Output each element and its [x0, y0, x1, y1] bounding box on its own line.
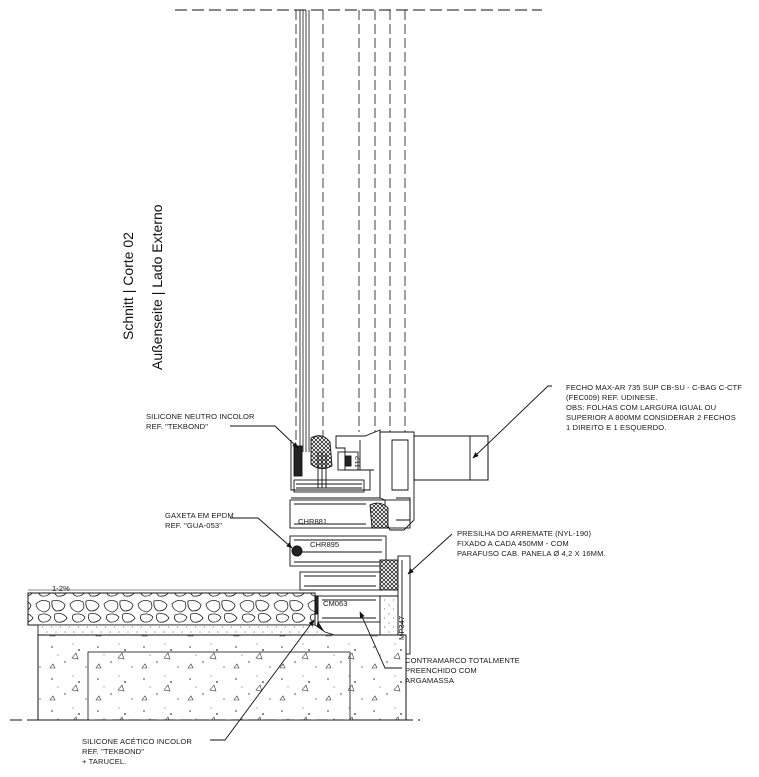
- note-line: REF. "GUA-053": [165, 521, 222, 530]
- note-line: + TARUCEL.: [82, 757, 126, 766]
- leader-lines: [210, 385, 552, 741]
- title-line-1: Schnitt | Corte 02: [120, 232, 136, 340]
- profile-label-cm063: CM063: [323, 599, 347, 608]
- title-line-2: Außenseite | Lado Externo: [149, 204, 165, 370]
- note-line: ARGAMASSA: [405, 676, 455, 685]
- note-line: SILICONE ACÉTICO INCOLOR: [82, 737, 192, 746]
- note-contramarco: CONTRAMARCO TOTALMENTE PREENCHIDO COM AR…: [405, 656, 520, 685]
- note-line: PARAFUSO CAB. PANELA Ø 4,2 X 16MM.: [457, 549, 606, 558]
- note-line: FECHO MAX-AR 735 SUP CB-SU - C-BAG C-CTF: [566, 383, 742, 392]
- note-line: 1 DIREITO E 1 ESQUERDO.: [566, 423, 666, 432]
- profile-label-112: 112: [353, 456, 362, 468]
- note-line: (FEC009) REF. UDINESE.: [566, 393, 658, 402]
- note-line: SUPERIOR A 800MM CONSIDERAR 2 FECHOS: [566, 413, 736, 422]
- profile-label-chr881: CHR881: [298, 517, 327, 526]
- note-line: FIXADO A CADA 450MM - COM: [457, 539, 569, 548]
- frame-chr895: [289, 535, 387, 567]
- note-line: PRESILHA DO ARREMATE (NYL-190): [457, 529, 591, 538]
- note-line: REF. "TEKBOND": [82, 747, 144, 756]
- note-line: REF. "TEKBOND": [146, 422, 208, 431]
- small-gasket: [344, 455, 352, 467]
- epdm-gasket: [291, 545, 303, 557]
- note-fecho: FECHO MAX-AR 735 SUP CB-SU - C-BAG C-CTF…: [566, 383, 742, 432]
- frame-chr881: [289, 499, 411, 529]
- fecho-handle-grip: [413, 435, 489, 481]
- slope-label: 1-2%: [52, 584, 70, 593]
- note-line: OBS: FOLHAS COM LARGURA IGUAL OU: [566, 403, 716, 412]
- profile-label-chr895: CHR895: [310, 540, 339, 549]
- note-silicone-neutro: SILICONE NEUTRO INCOLOR REF. "TEKBOND": [146, 412, 255, 431]
- glazing-gasket: [310, 435, 333, 469]
- glass-pane: [299, 10, 310, 452]
- note-gaxeta: GAXETA EM EPDM REF. "GUA-053": [165, 511, 234, 530]
- inner-concrete-block: [87, 651, 351, 721]
- note-line: SILICONE NEUTRO INCOLOR: [146, 412, 255, 421]
- drawing-title: Schnitt | Corte 02 Außenseite | Lado Ext…: [120, 204, 165, 370]
- window-profile-assembly: [289, 429, 489, 655]
- note-line: CONTRAMARCO TOTALMENTE: [405, 656, 520, 665]
- note-line: GAXETA EM EPDM: [165, 511, 234, 520]
- profile-label-mp347: MP347: [397, 616, 406, 640]
- note-silicone-acetico: SILICONE ACÉTICO INCOLOR REF. "TEKBOND" …: [82, 737, 192, 766]
- note-line: PREENCHIDO COM: [405, 666, 477, 675]
- note-presilha: PRESILHA DO ARREMATE (NYL-190) FIXADO A …: [457, 529, 606, 558]
- stone-sill: [27, 592, 316, 626]
- glazing-sealant: [293, 445, 303, 477]
- sash-reference-lines: [295, 10, 406, 440]
